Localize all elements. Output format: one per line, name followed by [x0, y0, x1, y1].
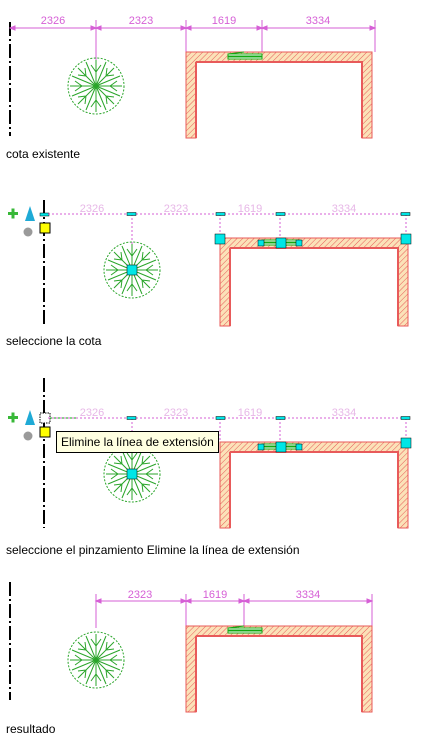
wall-grips[interactable] [214, 233, 412, 249]
dot-icon [23, 431, 33, 441]
dim-label: 1619 [212, 15, 236, 27]
dimension-grips[interactable] [126, 212, 411, 216]
wall [219, 441, 409, 529]
tree-symbol [67, 57, 125, 115]
dim-label: 2326 [80, 203, 104, 215]
wall [185, 51, 373, 139]
dim-label: 3334 [332, 407, 356, 419]
wall-grips[interactable] [257, 437, 412, 453]
add-icon[interactable] [8, 208, 18, 219]
panel-result: 2323 1619 3334 [9, 582, 374, 713]
dim-label: 2323 [164, 203, 188, 215]
dim-label: 3334 [296, 589, 320, 601]
dim-label: 1619 [238, 203, 262, 215]
panel-existing-dimension: 2326 2323 1619 3334 [8, 15, 377, 139]
triangle-grip-icon[interactable] [25, 410, 35, 425]
dim-label: 2323 [129, 15, 153, 27]
dim-label: 3334 [332, 203, 356, 215]
cyan-grip[interactable] [39, 212, 50, 217]
cyan-grip[interactable] [126, 468, 138, 480]
dim-label: 1619 [203, 589, 227, 601]
wall [219, 237, 409, 327]
dimension-string [94, 594, 374, 628]
dim-label: 2323 [128, 589, 152, 601]
caption-result: resultado [6, 722, 56, 736]
tree-symbol [67, 631, 125, 689]
window [227, 625, 263, 634]
caption-select-dimension: seleccione la cota [6, 334, 102, 348]
add-icon[interactable] [8, 412, 18, 423]
dim-label: 3334 [306, 15, 330, 27]
dim-label: 2323 [164, 407, 188, 419]
dot-icon [23, 227, 33, 237]
window [227, 51, 263, 60]
dimension-grips[interactable] [126, 416, 411, 420]
wall [185, 625, 373, 713]
panel-select-dimension: 2326 2323 1619 3334 [8, 200, 412, 327]
dim-label: 2326 [41, 15, 65, 27]
dim-label: 1619 [238, 407, 262, 419]
caption-select-grip: seleccione el pinzamiento Elimine la lín… [6, 543, 300, 557]
yellow-grip[interactable] [39, 426, 51, 438]
caption-existing: cota existente [6, 147, 81, 161]
dim-label: 2326 [80, 407, 104, 419]
panel-select-grip: 2326 2323 1619 3334 [8, 378, 412, 529]
cyan-grip[interactable] [126, 264, 138, 276]
grip-tooltip: Elimine la línea de extensión [56, 431, 219, 453]
triangle-grip-icon[interactable] [25, 206, 35, 221]
dimension-string [8, 20, 377, 60]
yellow-grip[interactable] [39, 222, 51, 234]
dimension-string-selected [48, 213, 410, 270]
